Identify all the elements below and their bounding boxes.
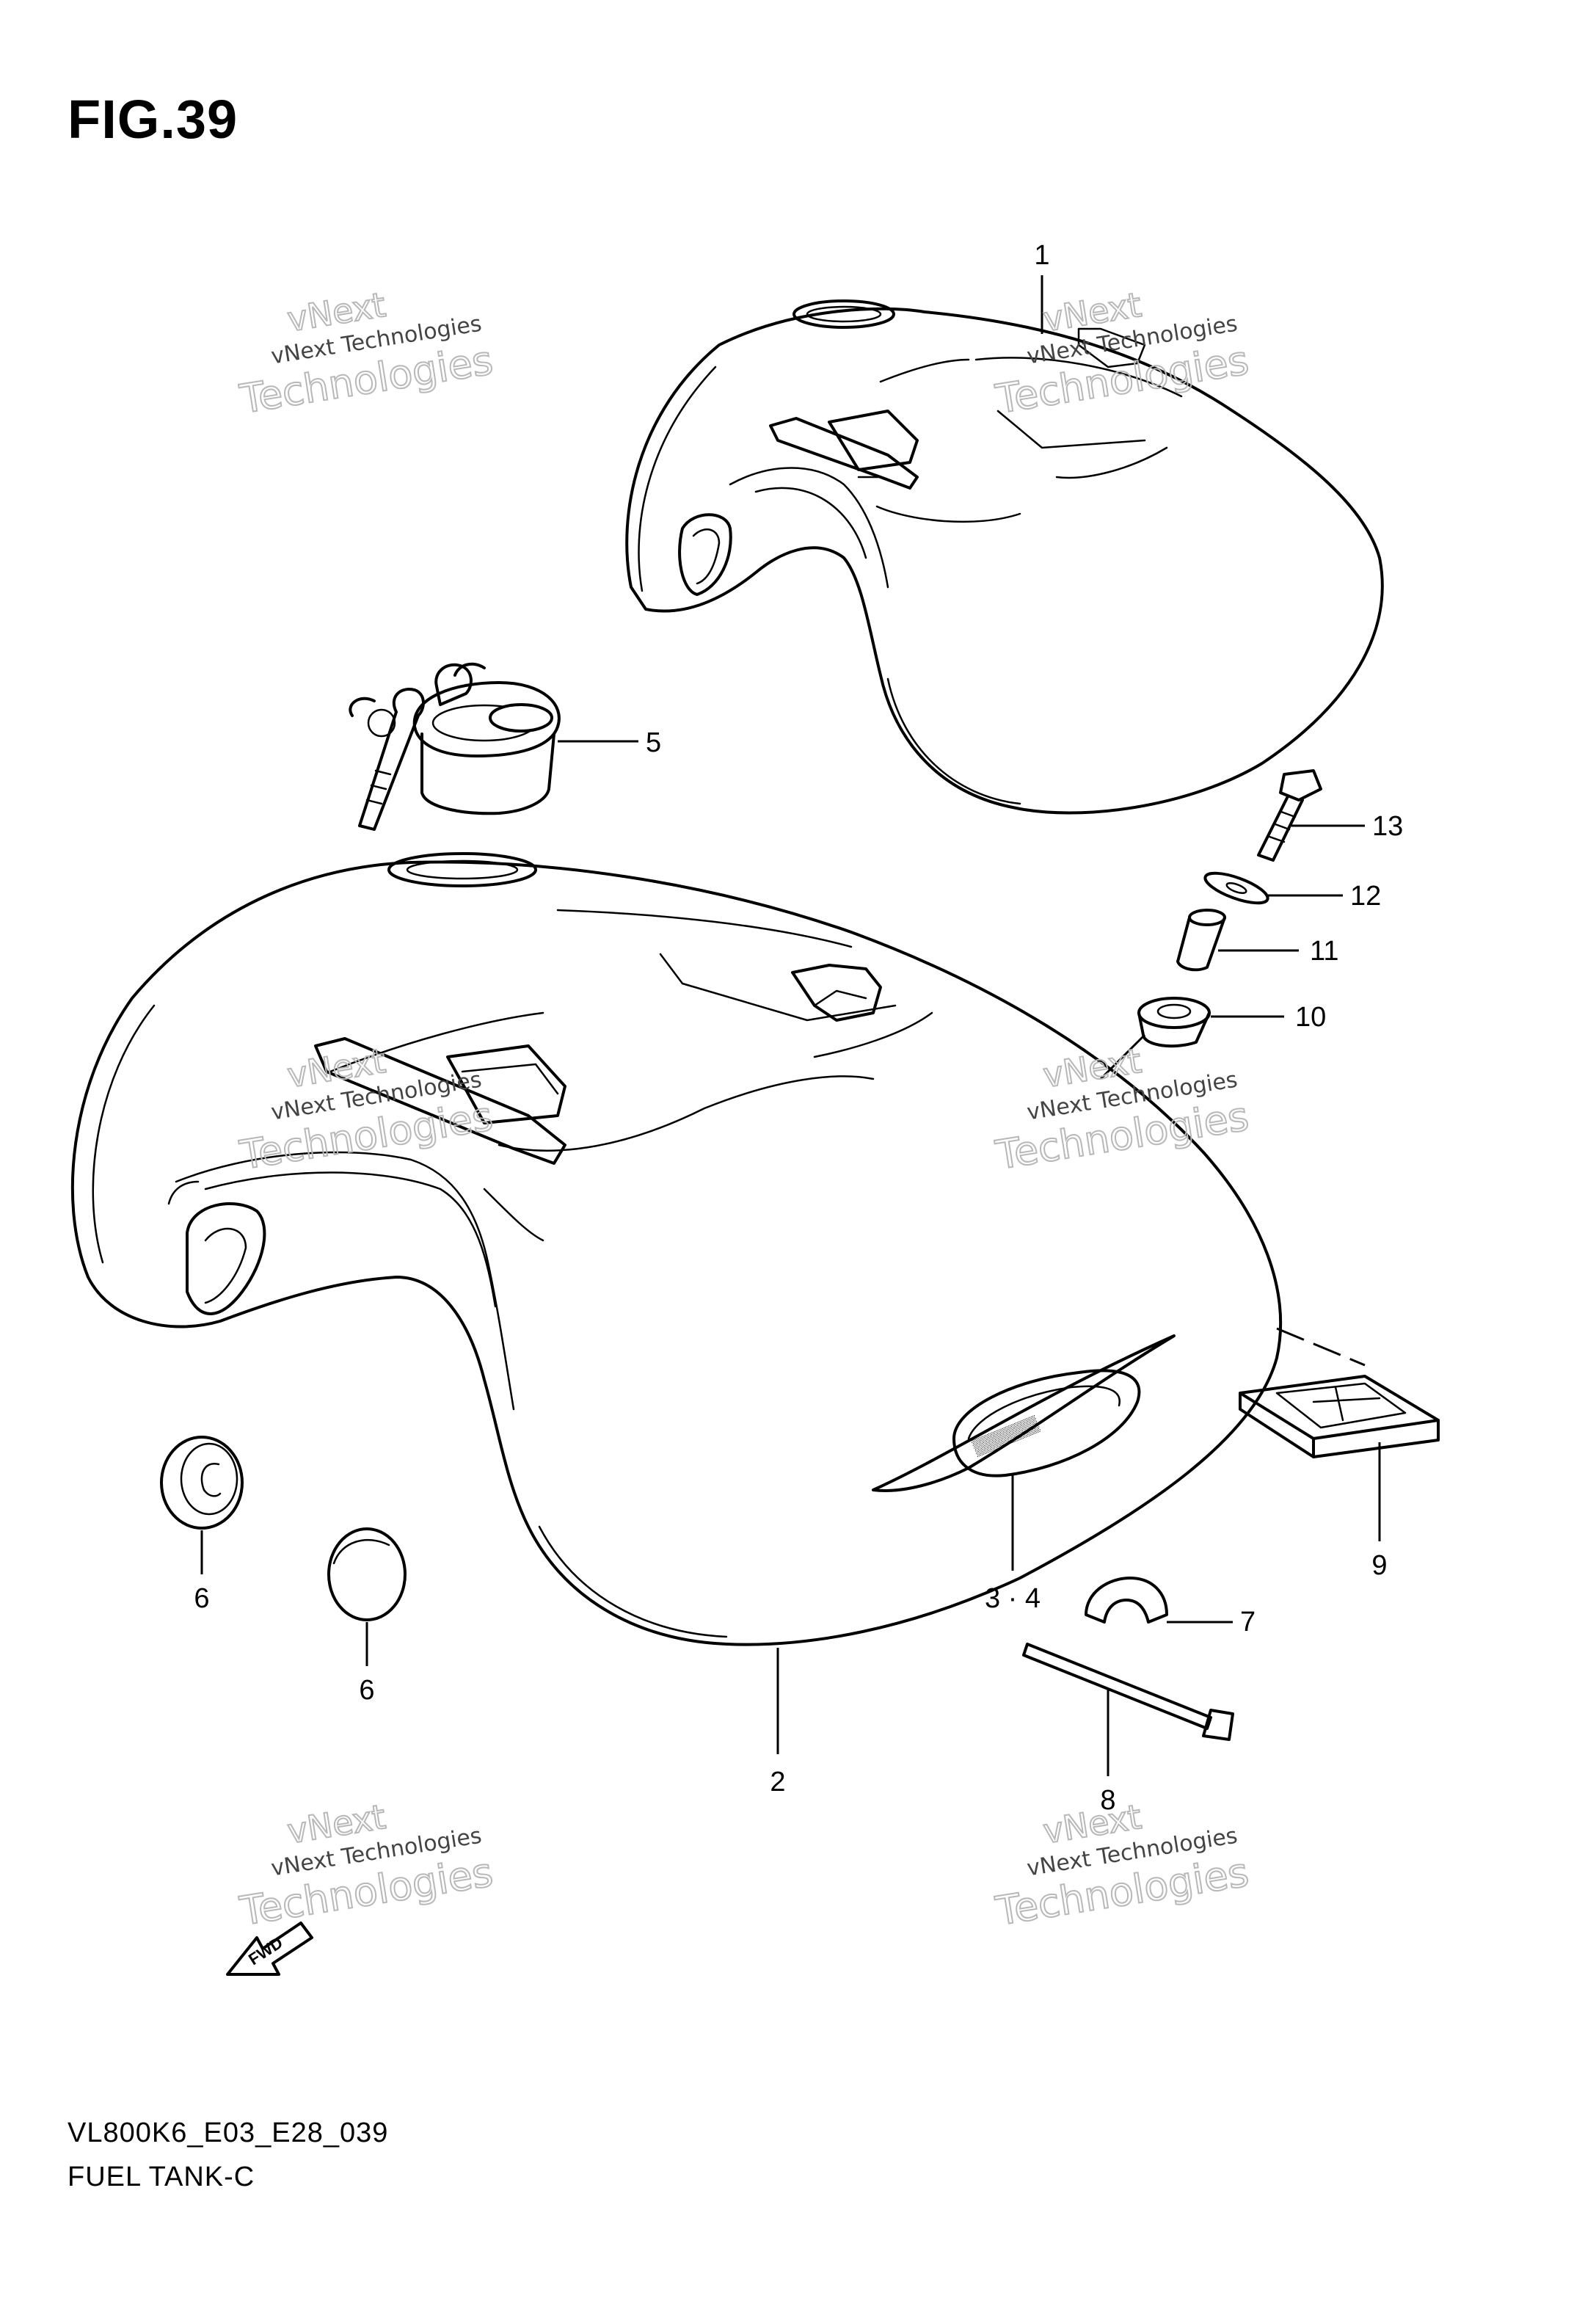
figure-title: FIG.39 — [68, 89, 238, 150]
spacer — [1176, 909, 1299, 972]
label-part-9: 9 — [1371, 1550, 1387, 1581]
watermark-top-right: vNext vNext Technologies Technologies — [991, 284, 1252, 423]
section-name: FUEL TANK-C — [68, 2162, 255, 2192]
tank-cushion-pad — [1239, 1327, 1440, 1541]
cable-tie — [1022, 1643, 1234, 1776]
watermark-bottom-left: vNext vNext Technologies Technologies — [236, 1796, 496, 1935]
tank-cap-plug-right — [327, 1527, 407, 1666]
washer — [1203, 871, 1343, 905]
label-part-13: 13 — [1372, 811, 1403, 842]
watermark-bottom-right: vNext vNext Technologies Technologies — [991, 1796, 1252, 1935]
forward-direction-arrow: FWD — [226, 1922, 313, 1976]
hose-clamp — [1085, 1577, 1233, 1624]
label-part-8: 8 — [1100, 1785, 1115, 1816]
tank-cap-plug-left — [160, 1436, 244, 1574]
watermark-mid-right: vNext vNext Technologies Technologies — [991, 1040, 1252, 1179]
watermark-top-left: vNext vNext Technologies Technologies — [236, 284, 496, 423]
label-part-5: 5 — [646, 727, 661, 758]
bolt — [1257, 769, 1365, 862]
watermark-mid-left: vNext vNext Technologies Technologies — [236, 1040, 496, 1179]
label-part-6-left: 6 — [194, 1583, 209, 1614]
fuel-cap-with-keys — [349, 662, 638, 831]
grommet — [1099, 997, 1284, 1080]
label-part-2: 2 — [770, 1767, 785, 1797]
tank-emblem: ▒▒▒▒▒▒ — [872, 1334, 1176, 1492]
model-code: VL800K6_E03_E28_039 — [68, 2117, 389, 2148]
fuel-tank: ▒▒▒▒▒▒ — [70, 852, 1283, 1754]
label-part-3-4: 3 · 4 — [985, 1583, 1041, 1614]
label-part-11: 11 — [1310, 936, 1338, 967]
label-part-10: 10 — [1295, 1002, 1326, 1033]
label-part-12: 12 — [1350, 881, 1381, 912]
label-part-7: 7 — [1240, 1607, 1256, 1637]
fuel-tank-top-view — [625, 275, 1384, 815]
label-part-1: 1 — [1034, 240, 1049, 271]
label-part-6-right: 6 — [359, 1675, 374, 1706]
